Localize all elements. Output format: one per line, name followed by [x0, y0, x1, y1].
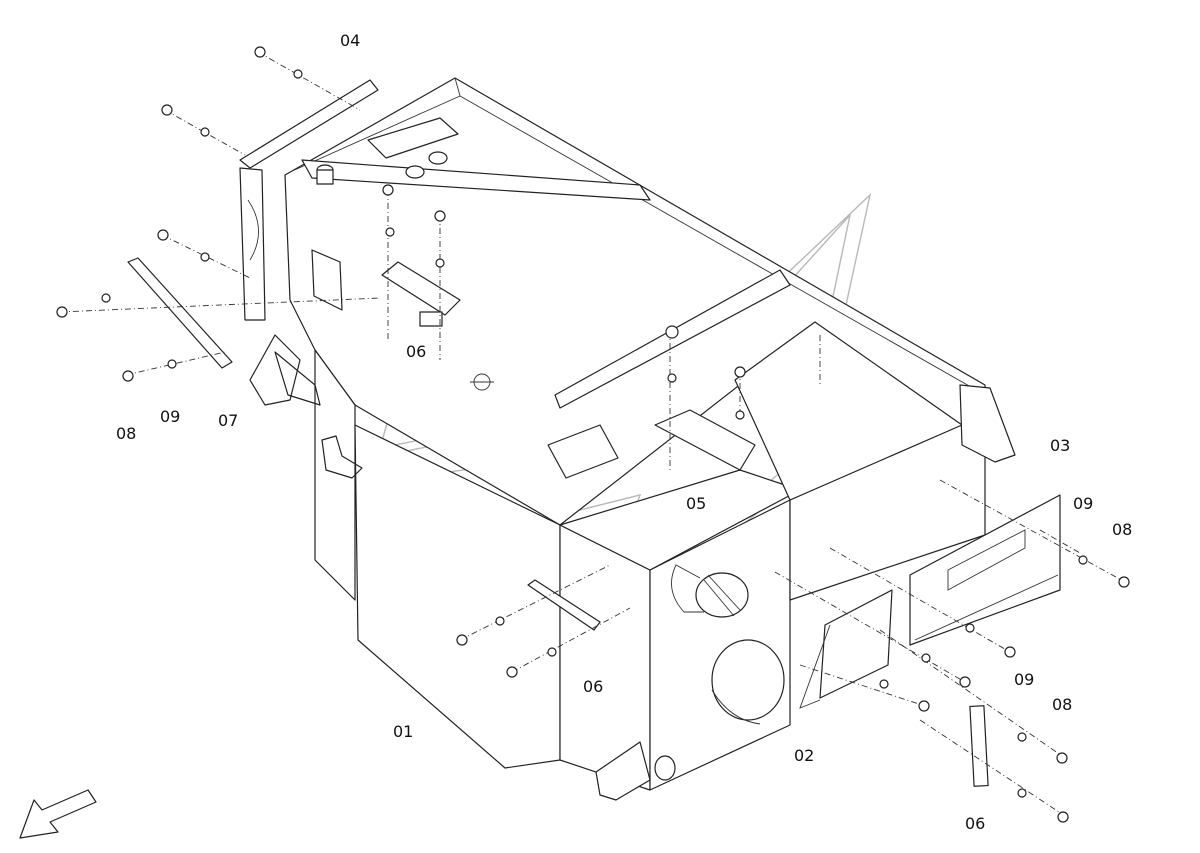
label-08-left: 08 [116, 424, 136, 443]
label-06-bottom: 06 [965, 814, 985, 833]
label-03: 03 [1050, 436, 1070, 455]
label-06-top: 06 [406, 342, 426, 361]
strap-06-top [381, 261, 461, 327]
label-07: 07 [218, 411, 238, 430]
strap-06-right [969, 705, 989, 787]
label-05: 05 [686, 494, 706, 513]
strap-05 [654, 409, 756, 471]
strap-07 [127, 257, 233, 369]
part-labels: 04 06 08 09 07 05 03 09 08 06 01 02 09 0… [116, 31, 1132, 833]
arrow-down-left-icon [19, 789, 97, 839]
strap-06-middle [527, 579, 601, 631]
label-01: 01 [393, 722, 413, 741]
plate-03 [909, 494, 1061, 646]
label-09-right-bottom: 09 [1014, 670, 1034, 689]
label-08-right-top: 08 [1112, 520, 1132, 539]
bracket-04 [239, 79, 379, 321]
bracket-02 [799, 589, 893, 709]
fasteners [56, 46, 1130, 823]
tank-body [249, 77, 1016, 801]
label-06-middle: 06 [583, 677, 603, 696]
label-08-right-bottom: 08 [1052, 695, 1072, 714]
label-09-right-top: 09 [1073, 494, 1093, 513]
label-04: 04 [340, 31, 360, 50]
label-09-left: 09 [160, 407, 180, 426]
label-02: 02 [794, 746, 814, 765]
fastener-lines [59, 51, 1126, 819]
